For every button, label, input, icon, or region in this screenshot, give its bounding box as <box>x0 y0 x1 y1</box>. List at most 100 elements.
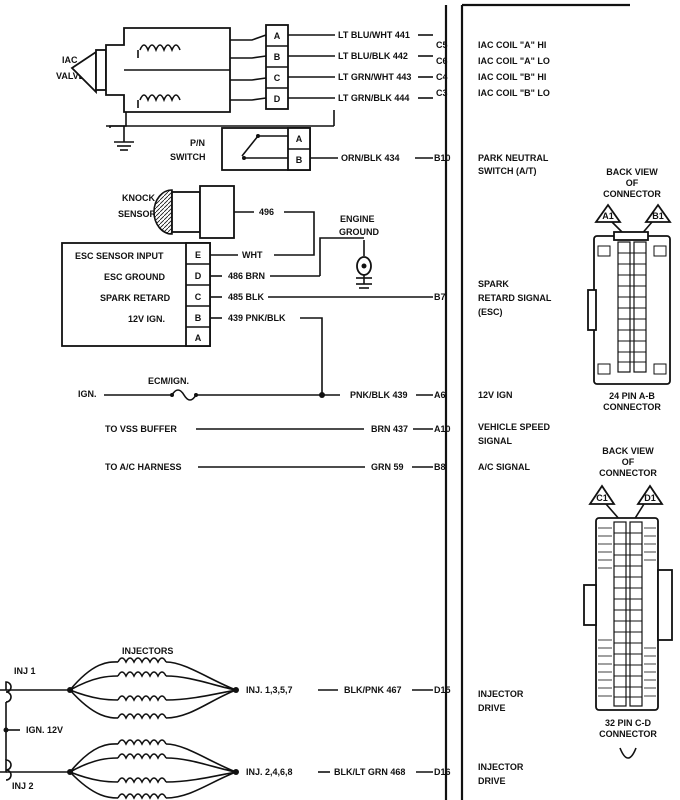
cd-cavity-grid <box>613 521 643 707</box>
iac-pin-c: C <box>274 73 281 83</box>
ecm-pin-c5: C5 <box>436 40 448 50</box>
inj1-label: INJ 1 <box>14 666 36 676</box>
inj-wire-2: BLK/LT GRN 468 <box>334 767 405 777</box>
cd-caption-2: CONNECTOR <box>599 729 657 739</box>
ecm-pin-labels: C5 C6 C4 C3 B10 B7 A6 A10 B8 D15 D16 <box>434 40 451 777</box>
ecm-pin-c3: C3 <box>436 88 448 98</box>
esc-row-2-label: ESC GROUND <box>104 272 166 282</box>
esc-module: ESC SENSOR INPUT ESC GROUND SPARK RETARD… <box>61 242 433 395</box>
inj-wire-1: BLK/PNK 467 <box>344 685 402 695</box>
cd-header-2: OF <box>622 457 635 467</box>
ecm-pin-b7: B7 <box>434 292 446 302</box>
ecm-boundary <box>444 3 630 800</box>
cd-header-1: BACK VIEW <box>602 446 654 456</box>
func-b7-1: SPARK <box>478 279 509 289</box>
ecm-pin-a10: A10 <box>434 424 451 434</box>
esc-row-4-label: 12V IGN. <box>128 314 165 324</box>
esc-pin-c: C <box>195 292 202 302</box>
func-c4: IAC COIL "B" HI <box>478 72 546 82</box>
pn-wire: ORN/BLK 434 <box>341 153 400 163</box>
func-d16-2: DRIVE <box>478 776 506 786</box>
knock-label-2: SENSOR <box>118 209 157 219</box>
pn-pin-b: B <box>296 155 303 165</box>
injectors-title: INJECTORS <box>122 646 173 656</box>
iac-label-1: IAC <box>62 55 78 65</box>
iac-label-2: VALVE <box>56 71 85 81</box>
injector-circuit: INJECTORS INJ 1 IGN. 12V INJ 2 INJ. 1,3,… <box>0 646 433 800</box>
func-a6: 12V IGN <box>478 390 513 400</box>
engine-ground-2: GROUND <box>339 227 379 237</box>
ab-caption-1: 24 PIN A-B <box>609 391 655 401</box>
iac-wire-3: LT GRN/WHT 443 <box>338 72 411 82</box>
ab-header-2: OF <box>626 178 639 188</box>
esc-pin-b: B <box>195 313 202 323</box>
pn-pin-a: A <box>296 134 303 144</box>
knock-label-1: KNOCK <box>122 193 155 203</box>
esc-pin-a: A <box>195 333 202 343</box>
func-b10-1: PARK NEUTRAL <box>478 153 549 163</box>
cd-caption-1: 32 PIN C-D <box>605 718 652 728</box>
ecm-pin-b8: B8 <box>434 462 446 472</box>
ab-pin-a1: A1 <box>602 211 614 221</box>
ab-pin-b1: B1 <box>652 211 664 221</box>
ign-circuit: IGN. ECM/IGN. PNK/BLK 439 <box>78 376 433 401</box>
ecm-function-labels: IAC COIL "A" HI IAC COIL "A" LO IAC COIL… <box>478 40 552 786</box>
ecm-pin-b10: B10 <box>434 153 451 163</box>
esc-wire-brn: 486 BRN <box>228 271 265 281</box>
esc-wire-pnk: 439 PNK/BLK <box>228 313 286 323</box>
vss-label: TO VSS BUFFER <box>105 424 177 434</box>
ab-header-1: BACK VIEW <box>606 167 658 177</box>
cd-pin-c1: C1 <box>596 493 608 503</box>
iac-valve: IAC VALVE A B C D LT BLU/WHT 44 <box>56 24 433 113</box>
ign12-label: IGN. 12V <box>26 725 63 735</box>
iac-pin-d: D <box>274 94 281 104</box>
ab-caption-2: CONNECTOR <box>603 402 661 412</box>
pn-label-1: P/N <box>190 138 205 148</box>
ecm-pin-c6: C6 <box>436 56 448 66</box>
func-d15-1: INJECTOR <box>478 689 524 699</box>
iac-pin-b: B <box>274 52 281 62</box>
func-a10-1: VEHICLE SPEED <box>478 422 551 432</box>
func-c5: IAC COIL "A" HI <box>478 40 546 50</box>
cd-pin-d1: D1 <box>644 493 656 503</box>
connector-cd-view: BACK VIEW OF CONNECTOR C1 D1 <box>583 446 673 759</box>
ab-cavity-grid <box>617 241 647 373</box>
ign-label: IGN. <box>78 389 97 399</box>
esc-row-3-label: SPARK RETARD <box>100 293 171 303</box>
bank1-label: INJ. 1,3,5,7 <box>246 685 293 695</box>
ab-header-3: CONNECTOR <box>603 189 661 199</box>
esc-wire-blk: 485 BLK <box>228 292 265 302</box>
ign-wire: PNK/BLK 439 <box>350 390 408 400</box>
engine-ground-1: ENGINE <box>340 214 375 224</box>
func-b10-2: SWITCH (A/T) <box>478 166 537 176</box>
cd-header-3: CONNECTOR <box>599 468 657 478</box>
func-b7-3: (ESC) <box>478 307 503 317</box>
bank2-label: INJ. 2,4,6,8 <box>246 767 293 777</box>
esc-pin-e: E <box>195 250 201 260</box>
func-c3: IAC COIL "B" LO <box>478 88 550 98</box>
esc-wire-wht: WHT <box>242 250 263 260</box>
func-b7-2: RETARD SIGNAL <box>478 293 552 303</box>
iac-wire-4: LT GRN/BLK 444 <box>338 93 409 103</box>
ac-wire: GRN 59 <box>371 462 404 472</box>
esc-row-1-label: ESC SENSOR INPUT <box>75 251 164 261</box>
ecm-pin-a6: A6 <box>434 390 446 400</box>
esc-pin-d: D <box>195 271 202 281</box>
vss-wire: BRN 437 <box>371 424 408 434</box>
pn-label-2: SWITCH <box>170 152 206 162</box>
func-c6: IAC COIL "A" LO <box>478 56 550 66</box>
func-d15-2: DRIVE <box>478 703 506 713</box>
ac-label: TO A/C HARNESS <box>105 462 182 472</box>
iac-wire-2: LT BLU/BLK 442 <box>338 51 408 61</box>
ac-circuit: TO A/C HARNESS GRN 59 <box>105 462 433 472</box>
knock-sensor: KNOCK SENSOR 496 ENGINE GROUND <box>118 185 379 289</box>
ecm-ign-fuse-label: ECM/IGN. <box>148 376 189 386</box>
inj2-label: INJ 2 <box>12 781 34 791</box>
vss-circuit: TO VSS BUFFER BRN 437 <box>105 424 433 434</box>
ecm-pin-d15: D15 <box>434 685 451 695</box>
ecm-pin-d16: D16 <box>434 767 451 777</box>
ecm-pin-c4: C4 <box>436 72 448 82</box>
knock-wire: 496 <box>259 207 274 217</box>
iac-pin-a: A <box>274 31 281 41</box>
